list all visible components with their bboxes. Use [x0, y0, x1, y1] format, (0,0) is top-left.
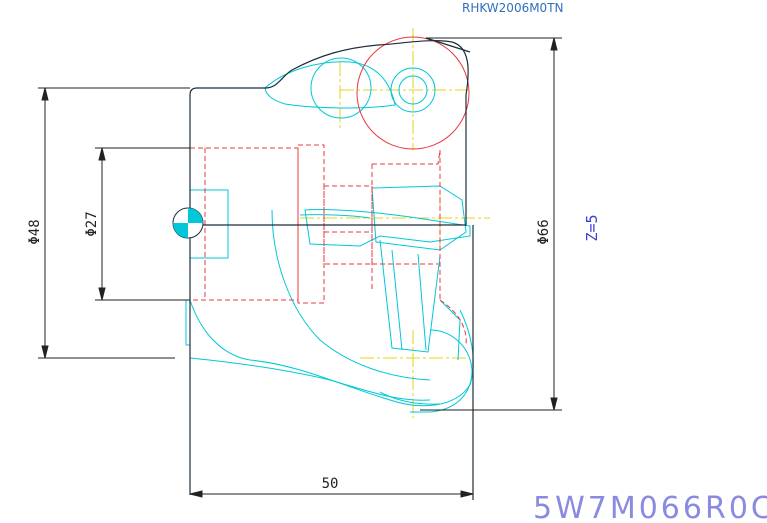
cutting-circle: [356, 36, 470, 150]
part-code: RHKW2006M0TN: [462, 1, 564, 15]
teeth-count: Z=5: [583, 214, 601, 241]
dimension-lines: [38, 37, 562, 498]
drawing-id: 5W7M066R0C: [533, 491, 767, 523]
dim-phi27: Φ27: [84, 211, 100, 236]
dim-phi66: Φ66: [536, 219, 552, 244]
outline: [189, 37, 474, 500]
dim-phi48: Φ48: [27, 219, 43, 244]
centerlines: [300, 28, 490, 418]
axis-symbol: [172, 207, 204, 239]
cutter-geometry: [185, 57, 474, 413]
dim-length50: 50: [322, 476, 339, 492]
